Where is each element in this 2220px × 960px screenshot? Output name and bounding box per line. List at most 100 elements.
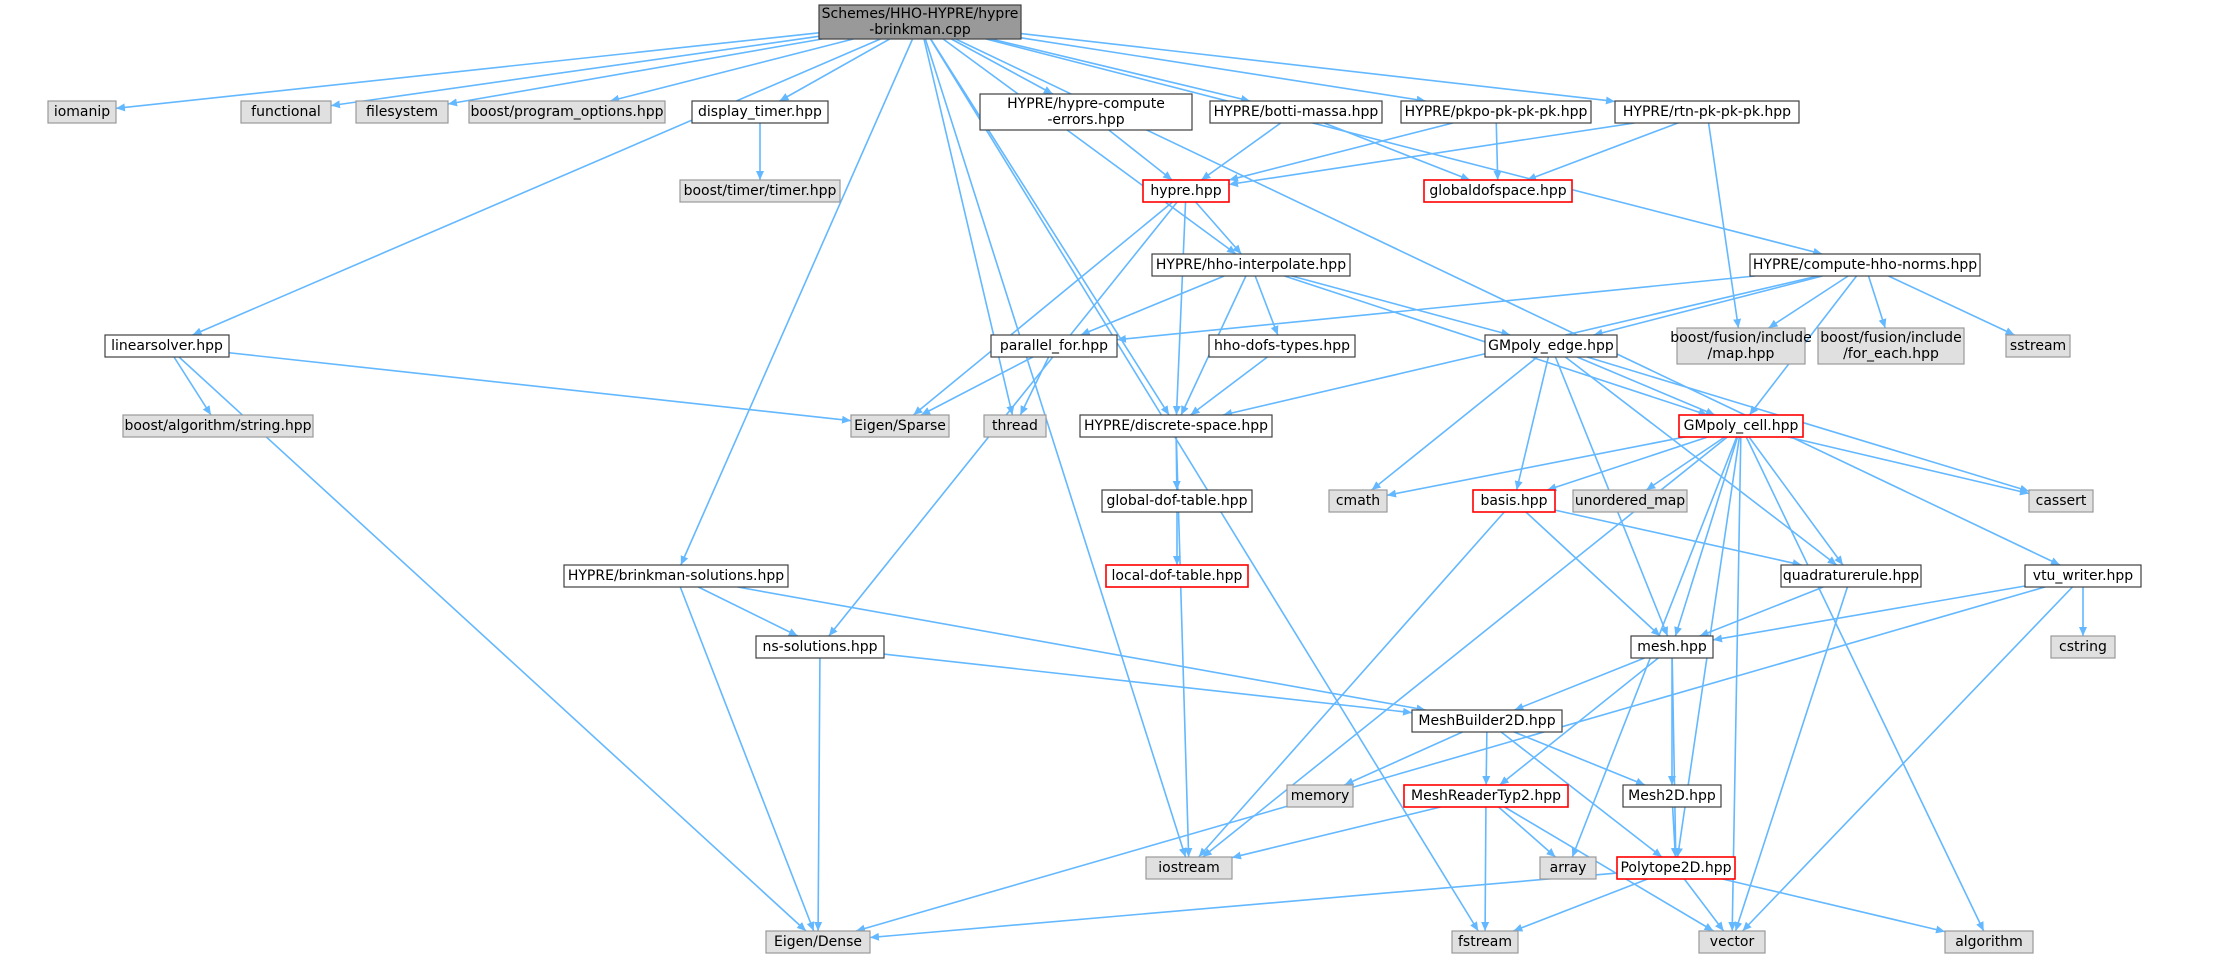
node-eigen_dense[interactable]: Eigen/Dense <box>765 930 871 954</box>
node-global_dof_table[interactable]: global-dof-table.hpp <box>1101 489 1253 513</box>
node-box-brinkman_solutions[interactable] <box>563 564 789 588</box>
node-gmpoly_edge[interactable]: GMpoly_edge.hpp <box>1484 334 1618 358</box>
node-hypre[interactable]: hypre.hpp <box>1142 179 1230 203</box>
node-box-mesh2d[interactable] <box>1622 784 1722 808</box>
node-box-cassert[interactable] <box>2028 489 2094 513</box>
node-mesh[interactable]: mesh.hpp <box>1630 635 1714 659</box>
node-cmath[interactable]: cmath <box>1328 489 1388 513</box>
node-brinkman_solutions[interactable]: HYPRE/brinkman-solutions.hpp <box>563 564 789 588</box>
node-box-meshbuilder[interactable] <box>1411 709 1563 733</box>
node-polytope[interactable]: Polytope2D.hpp <box>1616 856 1736 880</box>
node-parallel_for[interactable]: parallel_for.hpp <box>990 334 1118 358</box>
node-box-quadraturerule[interactable] <box>1780 564 1922 588</box>
node-box-iostream[interactable] <box>1145 856 1233 880</box>
node-box-sstream[interactable] <box>2005 334 2071 358</box>
node-fstream[interactable]: fstream <box>1451 930 1519 954</box>
node-globaldofspace[interactable]: globaldofspace.hpp <box>1423 179 1573 203</box>
node-box-fusion_map[interactable] <box>1676 327 1806 365</box>
node-box-array[interactable] <box>1539 856 1597 880</box>
node-box-parallel_for[interactable] <box>990 334 1118 358</box>
node-iomanip[interactable]: iomanip <box>47 100 117 124</box>
node-array[interactable]: array <box>1539 856 1597 880</box>
node-compute_norms[interactable]: HYPRE/compute-hho-norms.hpp <box>1749 253 1981 277</box>
node-box-hho_interp[interactable] <box>1151 253 1351 277</box>
node-box-vtu_writer[interactable] <box>2024 564 2142 588</box>
node-box-cstring[interactable] <box>2050 635 2116 659</box>
node-box-vector[interactable] <box>1698 930 1766 954</box>
node-rtn[interactable]: HYPRE/rtn-pk-pk-pk.hpp <box>1614 100 1800 124</box>
node-box-linearsolver[interactable] <box>104 334 230 358</box>
node-mesh2d[interactable]: Mesh2D.hpp <box>1622 784 1722 808</box>
node-box-hypre[interactable] <box>1142 179 1230 203</box>
node-compute_errors[interactable]: HYPRE/hypre-compute-errors.hpp <box>979 93 1193 131</box>
node-box-gmpoly_edge[interactable] <box>1484 334 1618 358</box>
node-fusion_foreach[interactable]: boost/fusion/include/for_each.hpp <box>1817 327 1965 365</box>
node-box-boost_timer[interactable] <box>679 179 841 203</box>
node-box-ns_solutions[interactable] <box>755 635 885 659</box>
node-cstring[interactable]: cstring <box>2050 635 2116 659</box>
node-box-compute_norms[interactable] <box>1749 253 1981 277</box>
node-box-botti[interactable] <box>1209 100 1383 124</box>
node-box-cmath[interactable] <box>1328 489 1388 513</box>
node-vtu_writer[interactable]: vtu_writer.hpp <box>2024 564 2142 588</box>
node-boost_timer[interactable]: boost/timer/timer.hpp <box>679 179 841 203</box>
node-box-pkpo[interactable] <box>1400 100 1592 124</box>
node-meshreader[interactable]: MeshReaderTyp2.hpp <box>1403 784 1569 808</box>
node-memory[interactable]: memory <box>1286 784 1354 808</box>
node-box-root[interactable] <box>818 4 1022 40</box>
node-eigen_sparse[interactable]: Eigen/Sparse <box>850 414 950 438</box>
node-box-display_timer[interactable] <box>691 100 829 124</box>
node-box-basis[interactable] <box>1472 489 1556 513</box>
node-box-filesystem[interactable] <box>355 100 449 124</box>
node-boost_string[interactable]: boost/algorithm/string.hpp <box>122 414 314 438</box>
node-display_timer[interactable]: display_timer.hpp <box>691 100 829 124</box>
node-box-boost_string[interactable] <box>122 414 314 438</box>
node-botti[interactable]: HYPRE/botti-massa.hpp <box>1209 100 1383 124</box>
node-box-fusion_foreach[interactable] <box>1817 327 1965 365</box>
node-box-polytope[interactable] <box>1616 856 1736 880</box>
node-hho_interp[interactable]: HYPRE/hho-interpolate.hpp <box>1151 253 1351 277</box>
node-box-algorithm[interactable] <box>1944 930 2034 954</box>
node-discrete_space[interactable]: HYPRE/discrete-space.hpp <box>1079 414 1273 438</box>
node-program_options[interactable]: boost/program_options.hpp <box>468 100 666 124</box>
node-box-globaldofspace[interactable] <box>1423 179 1573 203</box>
node-box-thread[interactable] <box>983 414 1047 438</box>
node-gmpoly_cell[interactable]: GMpoly_cell.hpp <box>1678 414 1804 438</box>
node-box-mesh[interactable] <box>1630 635 1714 659</box>
node-box-eigen_sparse[interactable] <box>850 414 950 438</box>
node-box-unordered_map[interactable] <box>1572 489 1688 513</box>
node-box-program_options[interactable] <box>468 100 666 124</box>
node-local_dof_table[interactable]: local-dof-table.hpp <box>1105 564 1249 588</box>
node-box-iomanip[interactable] <box>47 100 117 124</box>
node-functional[interactable]: functional <box>240 100 332 124</box>
node-basis[interactable]: basis.hpp <box>1472 489 1556 513</box>
node-box-meshreader[interactable] <box>1403 784 1569 808</box>
node-fusion_map[interactable]: boost/fusion/include/map.hpp <box>1670 327 1812 365</box>
node-box-functional[interactable] <box>240 100 332 124</box>
node-sstream[interactable]: sstream <box>2005 334 2071 358</box>
node-box-fstream[interactable] <box>1451 930 1519 954</box>
node-hho_dofs_types[interactable]: hho-dofs-types.hpp <box>1208 334 1356 358</box>
node-box-memory[interactable] <box>1286 784 1354 808</box>
node-vector[interactable]: vector <box>1698 930 1766 954</box>
node-cassert[interactable]: cassert <box>2028 489 2094 513</box>
node-box-global_dof_table[interactable] <box>1101 489 1253 513</box>
node-iostream[interactable]: iostream <box>1145 856 1233 880</box>
node-box-compute_errors[interactable] <box>979 93 1193 131</box>
node-unordered_map[interactable]: unordered_map <box>1572 489 1688 513</box>
node-ns_solutions[interactable]: ns-solutions.hpp <box>755 635 885 659</box>
node-linearsolver[interactable]: linearsolver.hpp <box>104 334 230 358</box>
node-box-gmpoly_cell[interactable] <box>1678 414 1804 438</box>
node-box-discrete_space[interactable] <box>1079 414 1273 438</box>
node-filesystem[interactable]: filesystem <box>355 100 449 124</box>
node-root[interactable]: Schemes/HHO-HYPRE/hypre-brinkman.cpp <box>818 4 1022 40</box>
node-pkpo[interactable]: HYPRE/pkpo-pk-pk-pk.hpp <box>1400 100 1592 124</box>
node-box-hho_dofs_types[interactable] <box>1208 334 1356 358</box>
node-box-eigen_dense[interactable] <box>765 930 871 954</box>
node-box-local_dof_table[interactable] <box>1105 564 1249 588</box>
node-box-rtn[interactable] <box>1614 100 1800 124</box>
node-algorithm[interactable]: algorithm <box>1944 930 2034 954</box>
node-meshbuilder[interactable]: MeshBuilder2D.hpp <box>1411 709 1563 733</box>
node-quadraturerule[interactable]: quadraturerule.hpp <box>1780 564 1922 588</box>
node-thread[interactable]: thread <box>983 414 1047 438</box>
